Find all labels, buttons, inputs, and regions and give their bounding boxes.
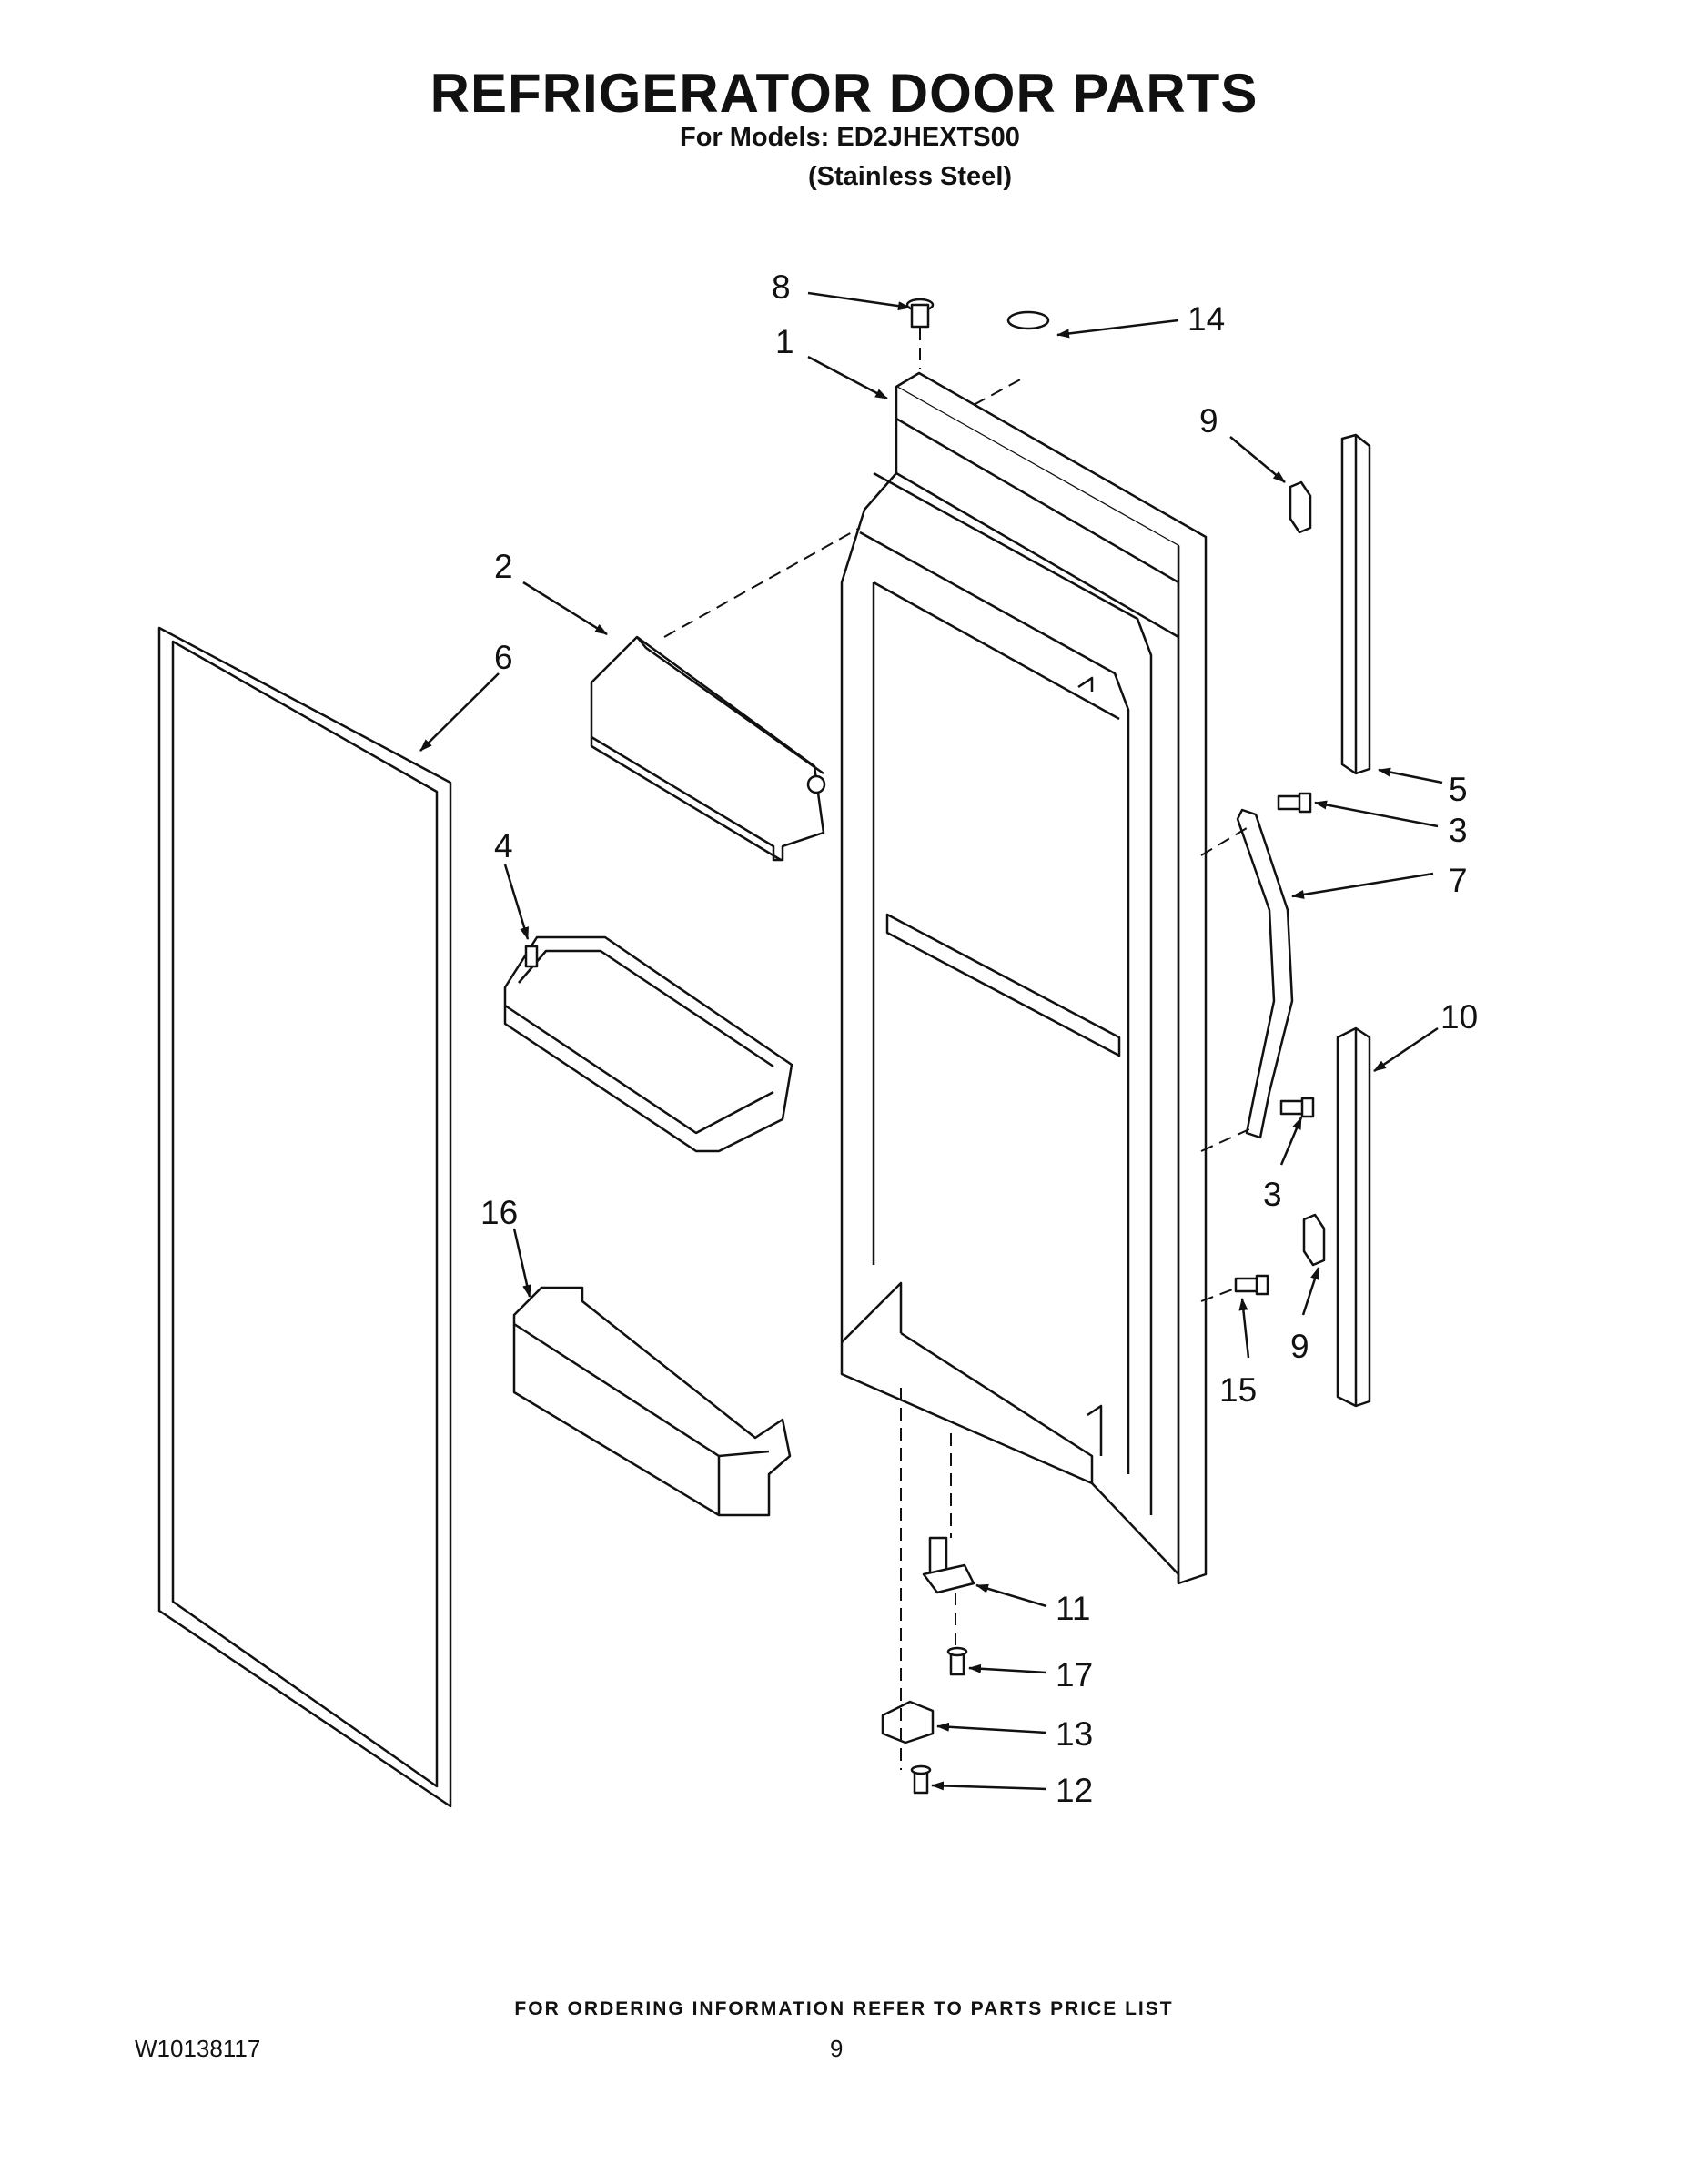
- leader-arrow: [1301, 1267, 1320, 1316]
- callout-4: 4: [494, 827, 513, 864]
- leader-arrow: [807, 355, 888, 400]
- callout-3-lower: 3: [1263, 1176, 1282, 1213]
- leader-arrow: [512, 1228, 532, 1298]
- leader-arrow: [975, 1583, 1047, 1608]
- page-title: REFRIGERATOR DOOR PARTS: [430, 63, 1258, 124]
- clip-part-upper: [1289, 480, 1312, 534]
- leader-arrow: [1229, 436, 1286, 483]
- leader-arrow: [936, 1722, 1047, 1734]
- leader-arrow: [419, 672, 500, 752]
- callout-16: 16: [480, 1194, 518, 1231]
- lower-bin-part: [512, 1286, 792, 1517]
- callout-2: 2: [494, 548, 513, 585]
- top-bin-part: [590, 635, 826, 862]
- leader-arrow: [522, 581, 608, 636]
- callout-7: 7: [1449, 862, 1468, 899]
- callout-8: 8: [772, 268, 791, 306]
- callout-11: 11: [1056, 1590, 1090, 1627]
- callout-17: 17: [1056, 1656, 1093, 1694]
- leader-arrow: [1314, 800, 1439, 828]
- screw-part-12: [910, 1764, 932, 1795]
- callout-9-lower: 9: [1290, 1328, 1309, 1365]
- door-handle-part: [1236, 808, 1294, 1139]
- leader-arrow: [1291, 872, 1434, 899]
- assembly-line: [1200, 1287, 1238, 1302]
- screw-part-3-upper: [1277, 792, 1312, 814]
- leader-arrow: [1378, 767, 1443, 784]
- screw-part-15: [1234, 1274, 1269, 1296]
- washer-ring-part: [1006, 310, 1050, 330]
- door-part: [840, 371, 1208, 1585]
- callout-12: 12: [1056, 1772, 1093, 1809]
- leader-arrow: [1279, 1117, 1303, 1166]
- ordering-note: FOR ORDERING INFORMATION REFER TO PARTS …: [514, 1998, 1174, 2019]
- hinge-bracket-part: [881, 1700, 935, 1744]
- callout-14: 14: [1188, 300, 1225, 338]
- screw-part-3-lower: [1279, 1097, 1315, 1118]
- screw-part-17: [946, 1646, 968, 1676]
- finish-line: (Stainless Steel): [808, 162, 1013, 191]
- callout-6: 6: [494, 639, 513, 676]
- leader-arrow: [1238, 1298, 1250, 1359]
- hinge-cap-part: [905, 298, 935, 329]
- clip-part-lower: [1302, 1213, 1326, 1267]
- callout-13: 13: [1056, 1715, 1093, 1753]
- door-gasket-part: [157, 626, 452, 1808]
- callout-10: 10: [1440, 998, 1478, 1036]
- page-number: 9: [830, 2035, 844, 2062]
- callout-5: 5: [1449, 771, 1468, 808]
- leader-arrow: [503, 864, 530, 940]
- hinge-pin-part: [922, 1536, 975, 1594]
- assembly-line: [1200, 1127, 1252, 1152]
- leader-arrow: [968, 1663, 1047, 1674]
- assembly-line: [973, 377, 1025, 406]
- leader-arrow: [1373, 1026, 1439, 1073]
- assembly-line: [663, 527, 861, 638]
- models-line: For Models: ED2JHEXTS00: [680, 123, 1020, 152]
- leader-arrow: [1056, 318, 1179, 339]
- leader-arrow: [931, 1781, 1047, 1791]
- assembly-line: [1200, 827, 1248, 856]
- callout-9-upper: 9: [1199, 402, 1218, 440]
- callout-1: 1: [775, 323, 794, 360]
- document-number: W10138117: [135, 2035, 261, 2062]
- door-bin-part: [503, 935, 793, 1153]
- leader-arrow: [807, 291, 911, 311]
- door-trim-strip-upper-part: [1340, 433, 1371, 775]
- callout-3-upper: 3: [1449, 812, 1468, 849]
- callout-15: 15: [1219, 1371, 1257, 1409]
- door-trim-strip-lower-part: [1336, 1026, 1371, 1408]
